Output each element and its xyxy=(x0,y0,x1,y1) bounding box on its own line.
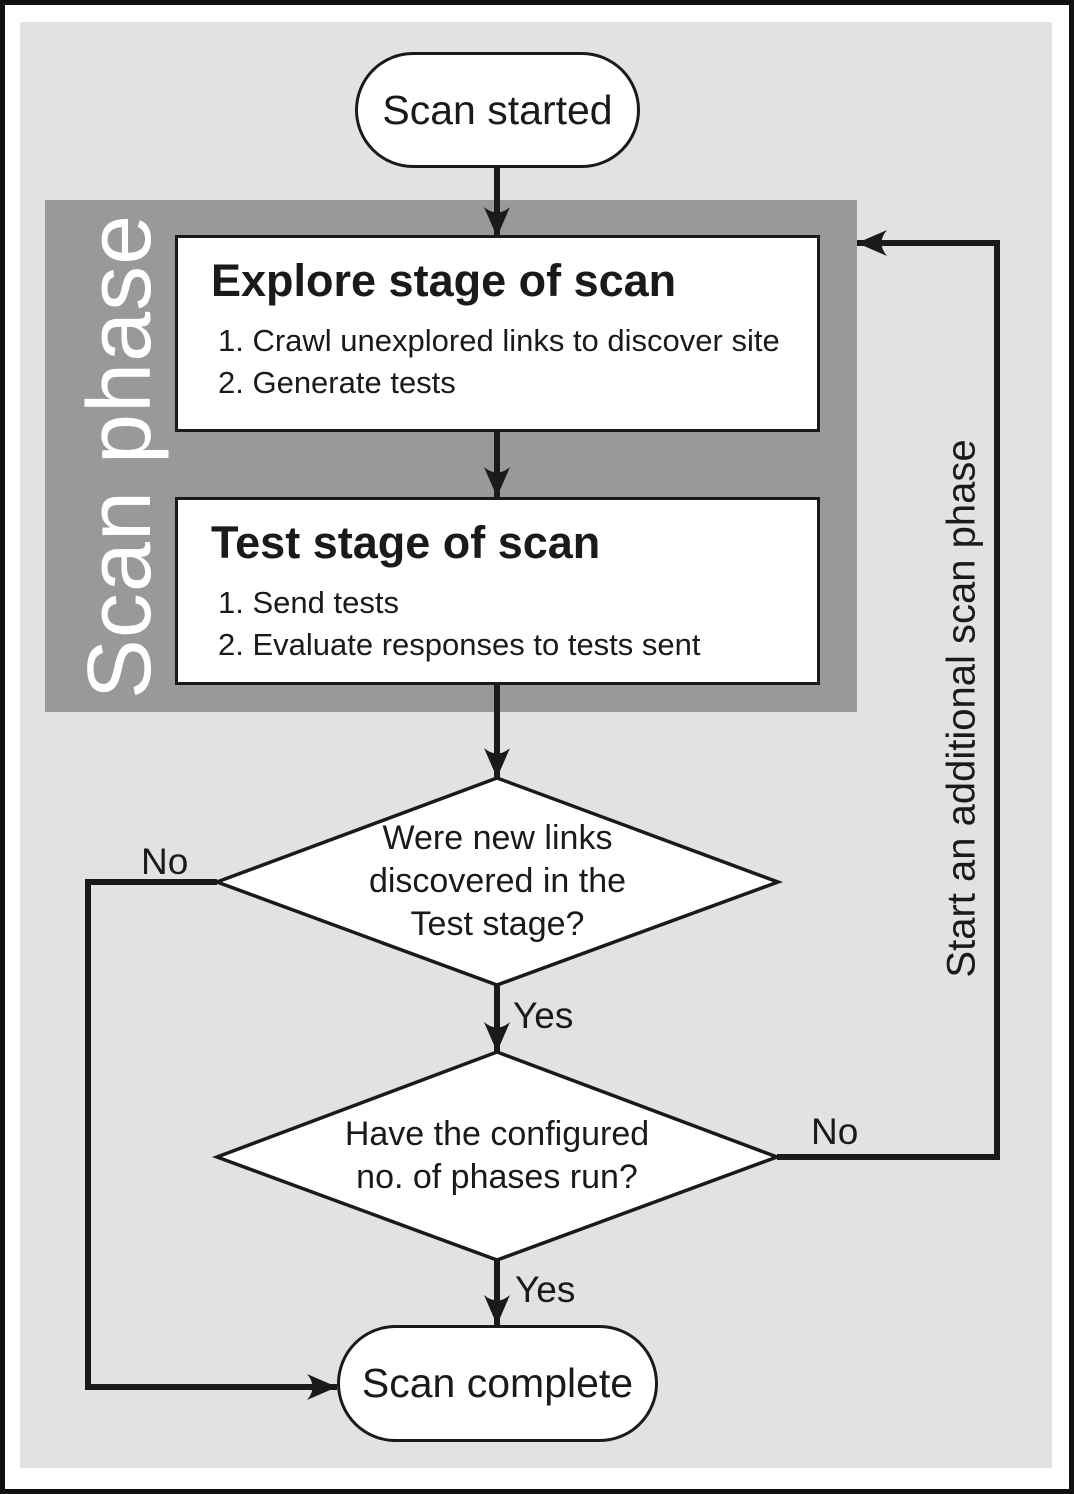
scan-complete-label: Scan complete xyxy=(361,1360,634,1406)
edge-decision-links-no xyxy=(85,879,337,1400)
decision-new-links-line-1: Were new links xyxy=(382,819,613,857)
test-stage-step-1: 1. Send tests xyxy=(218,585,399,620)
test-stage-title: Test stage of scan xyxy=(211,517,601,568)
node-scan-complete: Scan complete xyxy=(337,1325,658,1442)
test-stage-step-2: 2. Evaluate responses to tests sent xyxy=(218,627,701,662)
edge-decision-phases-no-loop xyxy=(777,230,1000,1160)
loop-label: Start an additional scan phase xyxy=(940,438,984,978)
loop-label-wrap: Start an additional scan phase xyxy=(905,298,1020,1118)
explore-stage-title: Explore stage of scan xyxy=(211,255,677,306)
decision-new-links-line-3: Test stage? xyxy=(410,905,585,943)
label-decision-links-no: No xyxy=(141,841,189,882)
label-decision-phases-yes: Yes xyxy=(515,1269,576,1310)
decision-phases-line-2: no. of phases run? xyxy=(356,1158,638,1196)
flow-connectors xyxy=(85,168,1000,1400)
node-test-stage: Test stage of scan 1. Send tests 2. Eval… xyxy=(175,497,820,685)
decision-phases-text: Have the configured no. of phases run? xyxy=(217,1052,777,1260)
decision-new-links-line-2: discovered in the xyxy=(368,862,627,900)
decision-phases-line-1: Have the configured xyxy=(344,1115,650,1153)
explore-stage-step-2: 2. Generate tests xyxy=(218,365,456,400)
node-explore-stage: Explore stage of scan 1. Crawl unexplore… xyxy=(175,235,820,432)
scan-started-label: Scan started xyxy=(382,86,613,133)
node-scan-started: Scan started xyxy=(355,52,640,168)
explore-stage-step-1: 1. Crawl unexplored links to discover si… xyxy=(218,323,780,358)
decision-new-links-text: Were new links discovered in the Test st… xyxy=(217,778,778,985)
label-decision-links-yes: Yes xyxy=(513,995,574,1036)
label-decision-phases-no: No xyxy=(811,1111,859,1152)
